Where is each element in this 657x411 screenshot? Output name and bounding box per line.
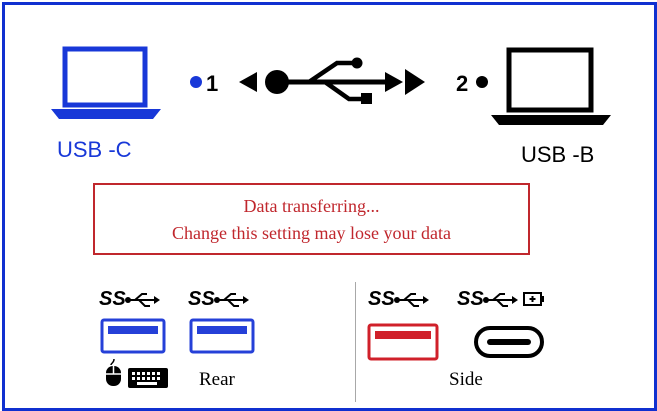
warning-line-2: Change this setting may lose your data bbox=[172, 223, 451, 243]
data-transfer-warning: Data transferring... Change this setting… bbox=[93, 183, 530, 255]
active-dot-icon bbox=[190, 76, 202, 88]
ss-usb-logo-icon: SS bbox=[99, 288, 189, 312]
usb-b-label: USB -B bbox=[521, 142, 595, 167]
ss-usb-logo-icon: SS bbox=[188, 288, 278, 312]
divider bbox=[355, 282, 356, 402]
mouse-icon bbox=[106, 358, 121, 386]
ss-usb-charging-logo-icon: SS bbox=[457, 288, 567, 312]
inactive-dot-icon bbox=[476, 76, 488, 88]
side-usb-c-port[interactable] bbox=[473, 325, 545, 359]
usb-c-label: USB -C bbox=[57, 137, 132, 162]
ss-usb-logo-icon: SS bbox=[368, 288, 458, 312]
rear-usb-a-port-2[interactable] bbox=[189, 318, 255, 354]
keyboard-icon bbox=[128, 368, 168, 388]
side-usb-a-port[interactable] bbox=[367, 323, 439, 361]
side-label: Side bbox=[449, 369, 483, 390]
laptop-icon[interactable] bbox=[47, 43, 167, 127]
usb-symbol-icon bbox=[239, 57, 425, 104]
port-number-2: 2 bbox=[456, 71, 469, 96]
battery-icon bbox=[523, 292, 544, 306]
warning-line-1: Data transferring... bbox=[243, 196, 380, 216]
laptop-icon[interactable] bbox=[487, 45, 615, 133]
rear-label: Rear bbox=[199, 369, 235, 390]
rear-usb-a-port-1[interactable] bbox=[100, 318, 166, 354]
port-number-1: 1 bbox=[206, 71, 219, 96]
